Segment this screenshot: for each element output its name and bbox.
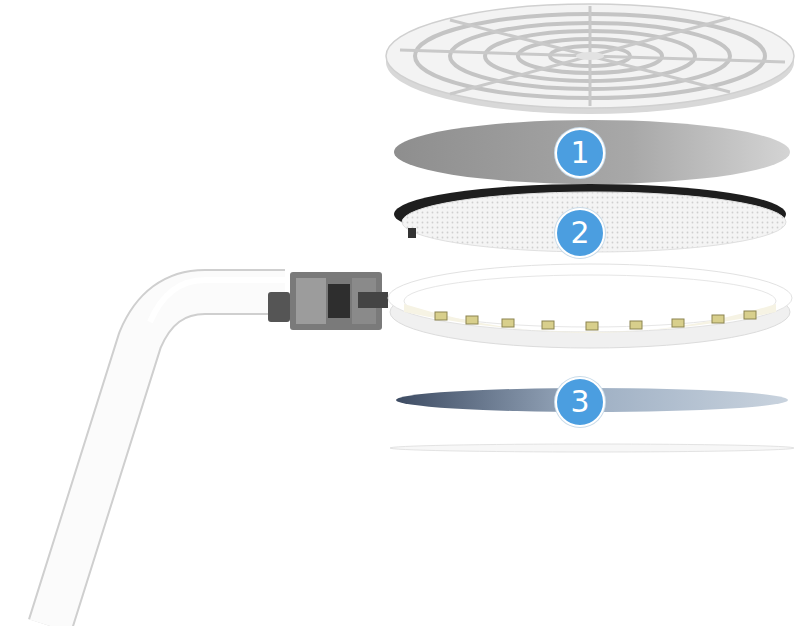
callout-circle: 1 <box>555 128 605 178</box>
led-ring <box>388 264 792 348</box>
callout-number: 3 <box>570 387 589 417</box>
callout-circle: 3 <box>555 377 605 427</box>
lamp-arm <box>50 280 285 626</box>
callout-number: 1 <box>570 138 589 168</box>
bottom-cover <box>390 444 794 452</box>
callout-circle: 2 <box>555 208 605 258</box>
grille-cover <box>386 4 794 114</box>
hinge <box>268 272 388 330</box>
callout-number: 2 <box>570 218 589 248</box>
grey-disc <box>394 120 790 184</box>
